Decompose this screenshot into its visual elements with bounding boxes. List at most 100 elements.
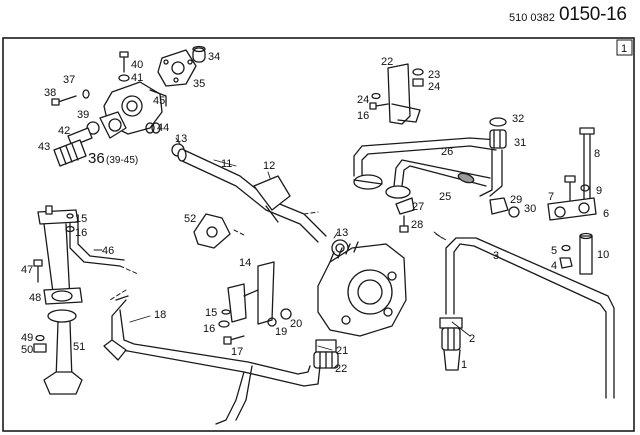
callout-48: 48 (29, 292, 41, 304)
bolt-16-upper (369, 102, 389, 110)
callout-36: 36 (88, 150, 105, 167)
callout-20: 20 (290, 318, 302, 330)
callout-47: 47 (21, 264, 33, 276)
nut-4 (559, 257, 573, 269)
callout-1: 1 (461, 359, 467, 371)
bolt-15-16-17 (218, 309, 245, 345)
pipe-26 (353, 137, 499, 190)
callout-13-lower: 13 (336, 227, 348, 239)
bracket-14 (227, 261, 275, 325)
callout-5: 5 (551, 245, 557, 257)
callout-23: 23 (428, 69, 440, 81)
callout-24-right: 24 (428, 81, 440, 93)
union-31 (479, 117, 507, 197)
callout-41: 41 (131, 72, 143, 84)
sheet-index-box (616, 39, 633, 56)
hose-43 (53, 139, 87, 167)
washer-44 (145, 122, 161, 134)
bracket-stand (37, 205, 79, 301)
sleeve-10 (579, 232, 593, 275)
sheet-index: 1 (621, 43, 627, 55)
callout-40: 40 (131, 59, 143, 71)
washer-nut-23-24 (371, 68, 424, 100)
document-number: 510 0382 (509, 12, 555, 24)
callout-29: 29 (510, 194, 522, 206)
callout-10: 10 (597, 249, 609, 261)
callout-21: 21 (336, 345, 348, 357)
callout-45: 45 (153, 95, 165, 107)
bracket-12 (253, 175, 291, 223)
pipe-51 (43, 321, 83, 395)
housing-assembly (99, 81, 167, 139)
callout-50: 50 (21, 344, 33, 356)
callout-27: 27 (412, 201, 424, 213)
union-1-2 (439, 317, 463, 371)
callout-22-lower: 22 (335, 363, 347, 375)
washer-5 (561, 244, 571, 252)
callout-16-right: 16 (203, 323, 215, 335)
stud-8 (579, 127, 595, 211)
callout-34: 34 (208, 51, 220, 63)
bolt-47 (33, 259, 43, 283)
pipe-18 (103, 295, 321, 425)
washer-41 (118, 74, 130, 82)
washer-49 (35, 334, 45, 342)
callout-44: 44 (157, 122, 169, 134)
callout-51: 51 (73, 341, 85, 353)
callout-6: 6 (603, 208, 609, 220)
plug-37 (82, 89, 90, 99)
union-21-22 (313, 339, 339, 369)
clamp-52 (193, 213, 231, 249)
callout-49: 49 (21, 332, 33, 344)
clamp-6 (547, 197, 597, 221)
pipe-3 (445, 237, 615, 399)
fitting-29-30 (489, 197, 520, 218)
callout-12: 12 (263, 160, 275, 172)
callout-37: 37 (63, 74, 75, 86)
oil-pump (317, 241, 407, 337)
callout-35: 35 (193, 78, 205, 90)
callout-30: 30 (524, 203, 536, 215)
callout-7: 7 (548, 191, 554, 203)
callout-43: 43 (38, 141, 50, 153)
nut-50 (33, 343, 47, 353)
bracket-22 (387, 63, 421, 125)
washer-19 (267, 317, 277, 327)
callout-46: 46 (102, 245, 114, 257)
callout-31: 31 (514, 137, 526, 149)
bolt-7 (564, 175, 576, 201)
pipe-25 (385, 159, 491, 199)
callout-36-range: (39-45) (106, 155, 138, 166)
nut-16-left (65, 225, 75, 233)
callout-13-upper: 13 (175, 133, 187, 145)
callout-16-upper: 16 (357, 110, 369, 122)
sheet-code: 0150-16 (559, 4, 627, 25)
callout-25: 25 (439, 191, 451, 203)
callout-42: 42 (58, 125, 70, 137)
callout-15-left: 15 (75, 213, 87, 225)
callout-52: 52 (184, 213, 196, 225)
screw-38 (51, 95, 77, 106)
callout-39: 39 (77, 109, 89, 121)
gasket-35 (157, 49, 197, 87)
callout-32: 32 (512, 113, 524, 125)
clamp-48 (43, 287, 83, 323)
callout-2: 2 (469, 333, 475, 345)
callout-14: 14 (239, 257, 251, 269)
callout-24-left: 24 (357, 94, 369, 106)
callout-8: 8 (594, 148, 600, 160)
callout-16-left: 16 (75, 227, 87, 239)
nut-20 (280, 308, 292, 320)
callout-4: 4 (551, 260, 557, 272)
washer-15-left (66, 213, 74, 219)
callout-26: 26 (441, 146, 453, 158)
callout-9: 9 (596, 185, 602, 197)
pipe-46 (69, 219, 125, 267)
bolt-40 (119, 51, 129, 73)
callout-3: 3 (493, 250, 499, 262)
bushing-34 (192, 45, 206, 63)
nipple-42 (67, 127, 93, 147)
callout-17: 17 (231, 346, 243, 358)
